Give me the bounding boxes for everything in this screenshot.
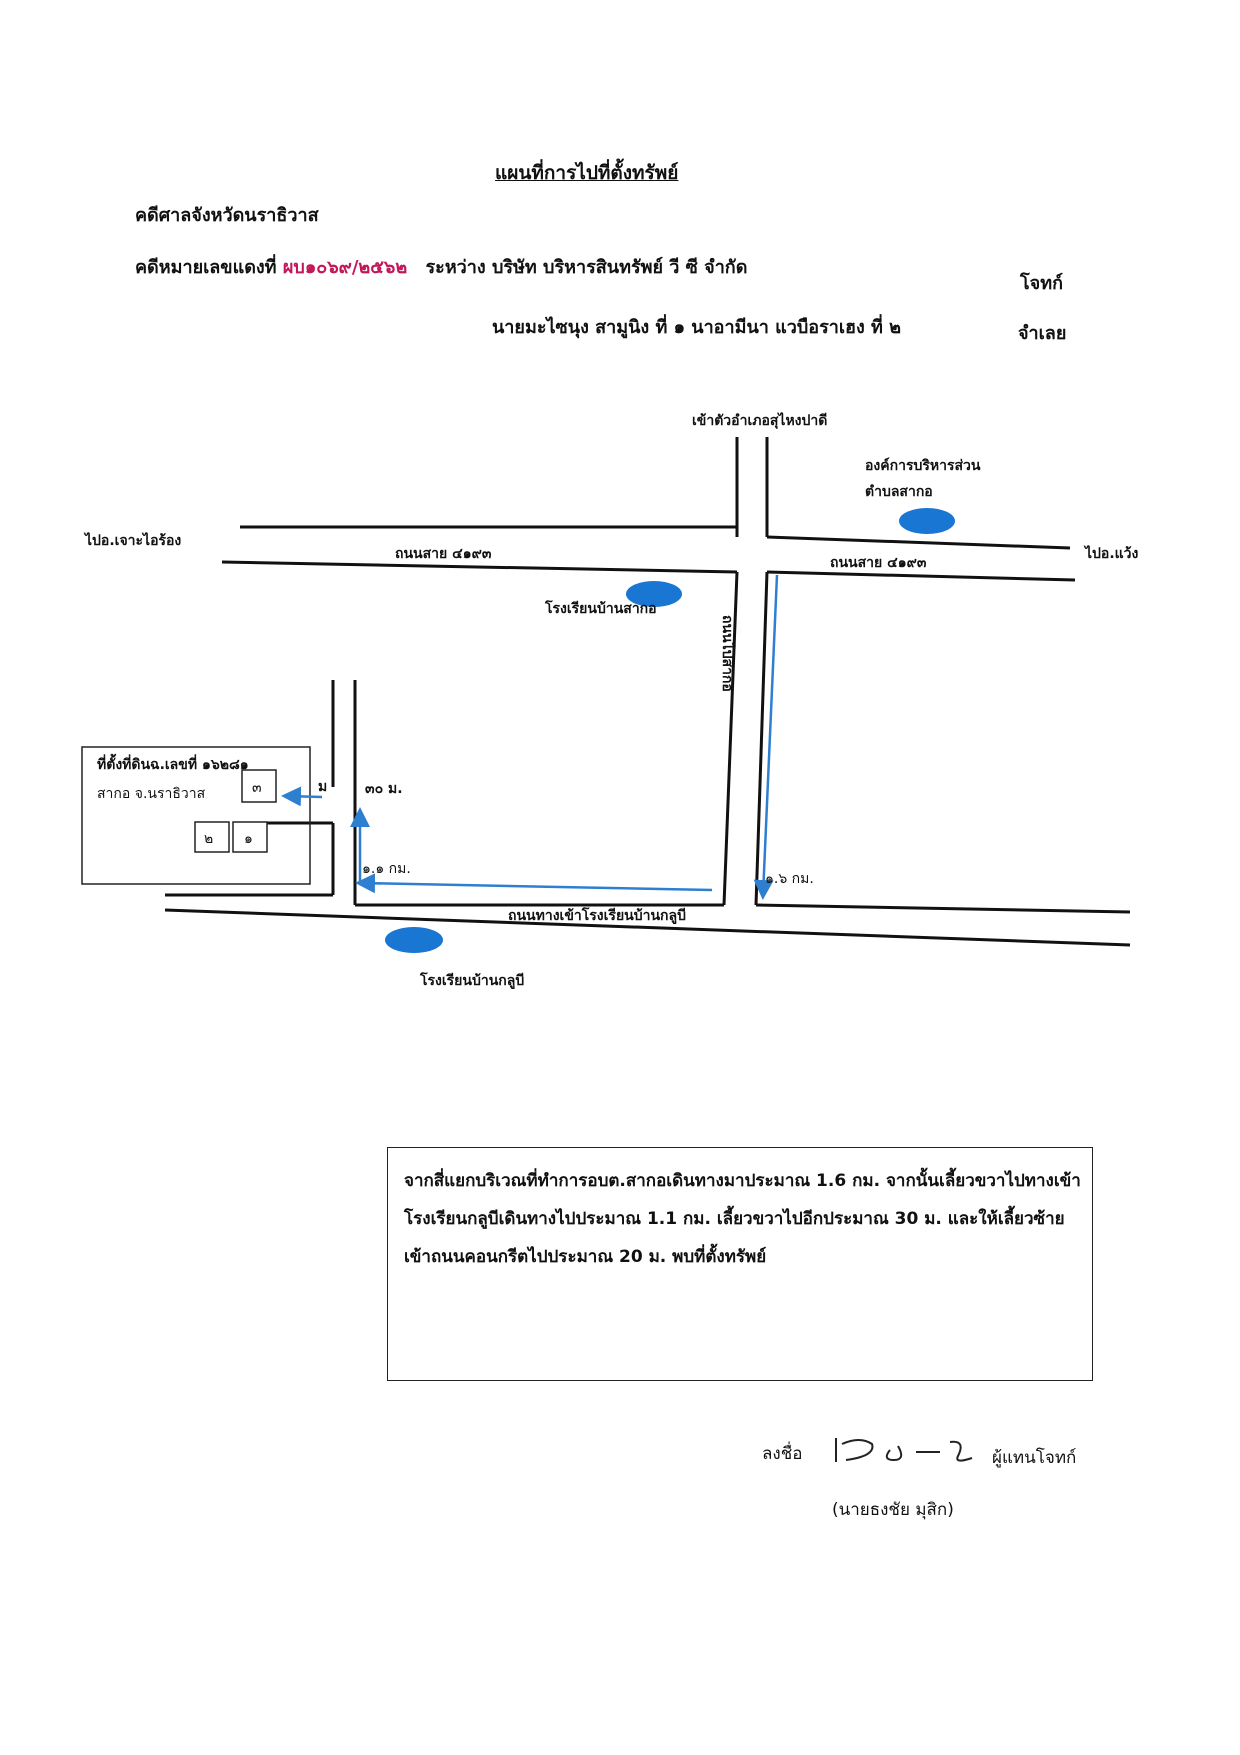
parcel-boundary [81, 746, 311, 885]
label-road-4193-left: ถนนสาย ๔๑๙๓ [395, 546, 492, 562]
kalubi-road-bottom [164, 908, 1131, 947]
label-plot-3: ๓ [252, 780, 262, 796]
label-distance-1-1km: ๑.๑ กม. [362, 861, 411, 877]
plot-3-box [241, 769, 277, 803]
main-road-bottom-right [766, 570, 1076, 582]
label-m-mark: ม [318, 779, 328, 795]
label-plot-2: ๒ [204, 831, 214, 847]
case-prefix: คดีหมายเลขแดงที่ [135, 257, 277, 278]
plot-1-box [232, 821, 268, 853]
label-kalubi-school: โรงเรียนบ้านกลูบี [420, 973, 525, 989]
route-leg-1-1km [355, 873, 713, 894]
sako-road-left-edge [722, 571, 739, 906]
label-sako-school: โรงเรียนบ้านสากอ [545, 601, 657, 617]
label-parcel-line1: ที่ตั้งที่ดินฉ.เลขที่ ๑๖๒๘๑ [97, 757, 249, 773]
label-distance-30m: ๓๐ ม. [365, 781, 403, 797]
document-title: แผนที่การไปที่ตั้งทรัพย์ [495, 162, 679, 184]
signature-role: ผู้แทนโจทก์ [992, 1448, 1077, 1468]
sao-marker [899, 508, 955, 534]
label-to-right-district: ไปอ.แว้ง [1085, 546, 1139, 562]
main-road-bottom-left [221, 560, 738, 574]
label-sako-road: ถนนไปสากอ [719, 615, 735, 692]
sako-school-marker [626, 581, 682, 607]
label-to-left-district: ไปอ.เจาะไอร้อง [85, 533, 182, 549]
directions-box: จากสี่แยกบริเวณที่ทำการอบต.สากอเดินทางมา… [387, 1147, 1093, 1381]
route-leg-1-6km [753, 574, 779, 900]
handwritten-signature [835, 1438, 973, 1462]
label-distance-1-6km: ๑.๖ กม. [765, 871, 814, 887]
directions-text: จากสี่แยกบริเวณที่ทำการอบต.สากอเดินทางมา… [404, 1171, 1081, 1267]
label-sao-line2: ตำบลสากอ [865, 484, 933, 500]
route-leg-20m [281, 786, 323, 807]
label-sao-line1: องค์การบริหารส่วน [865, 458, 981, 474]
signature-label: ลงชื่อ [762, 1444, 803, 1464]
kalubi-road-top-right [755, 903, 1131, 914]
case-number: ผบ๑๐๖๙/๒๕๖๒ [282, 257, 408, 278]
roads [164, 437, 1131, 947]
defendant-label: จำเลย [1018, 323, 1067, 344]
label-to-town: เข้าตัวอำเภอสุไหงปาดี [692, 413, 828, 429]
label-plot-1: ๑ [244, 831, 253, 847]
sako-road-right-edge [754, 571, 769, 906]
label-parcel-line2: สากอ จ.นราธิวาส [97, 786, 206, 802]
route [281, 574, 779, 900]
parcel [81, 746, 311, 885]
case-line: คดีหมายเลขแดงที่ ผบ๑๐๖๙/๒๕๖๒ ระหว่าง บริ… [135, 252, 747, 281]
label-road-4193-right: ถนนสาย ๔๑๙๓ [830, 555, 927, 571]
parties-between: ระหว่าง บริษัท บริหารสินทรัพย์ วี ซี จำก… [425, 257, 748, 278]
label-kalubi-road: ถนนทางเข้าโรงเรียนบ้านกลูบี [508, 908, 686, 924]
plot-2-box [194, 821, 230, 853]
main-road-top-right [766, 535, 1071, 550]
plaintiff-label: โจทก์ [1020, 273, 1063, 294]
signatory-name: (นายธงชัย มุสิก) [832, 1500, 954, 1520]
kalubi-school-marker [385, 927, 443, 953]
court-name: คดีศาลจังหวัดนราธิวาส [135, 205, 319, 226]
defendants-line: นายมะไซนุง สามูนิง ที่ ๑ นาอามีนา แวบือร… [492, 317, 902, 338]
